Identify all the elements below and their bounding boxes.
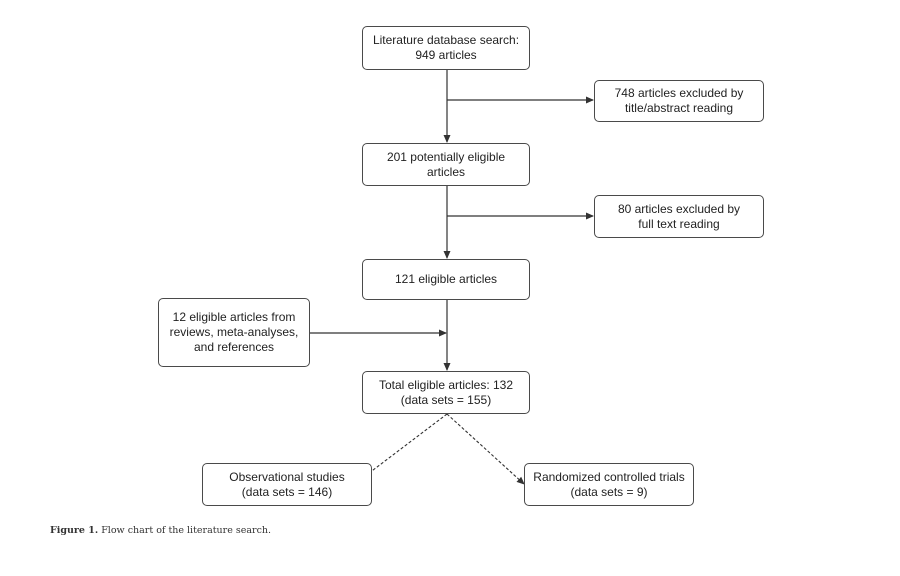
node-eligible-articles-text: 121 eligible articles: [394, 272, 498, 286]
node-additional-articles-text: 12 eligible articles from reviews, meta-…: [169, 310, 299, 354]
node-randomized-controlled-trials-text: Randomized controlled trials (data sets …: [533, 469, 685, 499]
node-excluded-title-abstract: 748 articles excluded by title/abstract …: [594, 80, 764, 122]
node-eligible-articles: 121 eligible articles: [362, 259, 530, 300]
node-excluded-title-abstract-text: 748 articles excluded by title/abstract …: [614, 86, 744, 115]
figure-caption: Figure 1. Flow chart of the literature s…: [50, 525, 271, 536]
node-randomized-controlled-trials: Randomized controlled trials (data sets …: [524, 463, 694, 506]
node-potentially-eligible-text: 201 potentially eligible articles: [386, 149, 506, 179]
node-observational-studies: Observational studies (data sets = 146): [202, 463, 372, 506]
figure-caption-text: Flow chart of the literature search.: [98, 525, 272, 536]
node-database-search-text: Literature database search: 949 articles: [372, 33, 520, 62]
node-total-eligible: Total eligible articles: 132 (data sets …: [362, 371, 530, 414]
node-excluded-full-text-text: 80 articles excluded by full text readin…: [617, 201, 741, 231]
node-total-eligible-text: Total eligible articles: 132 (data sets …: [378, 377, 514, 407]
node-additional-articles: 12 eligible articles from reviews, meta-…: [158, 298, 310, 367]
figure-caption-label: Figure 1.: [50, 525, 99, 536]
node-excluded-full-text: 80 articles excluded by full text readin…: [594, 195, 764, 238]
node-database-search: Literature database search: 949 articles: [362, 26, 530, 70]
dashed-arrow-to-rct: [446, 413, 525, 485]
node-observational-studies-text: Observational studies (data sets = 146): [229, 469, 345, 499]
node-potentially-eligible: 201 potentially eligible articles: [362, 143, 530, 186]
